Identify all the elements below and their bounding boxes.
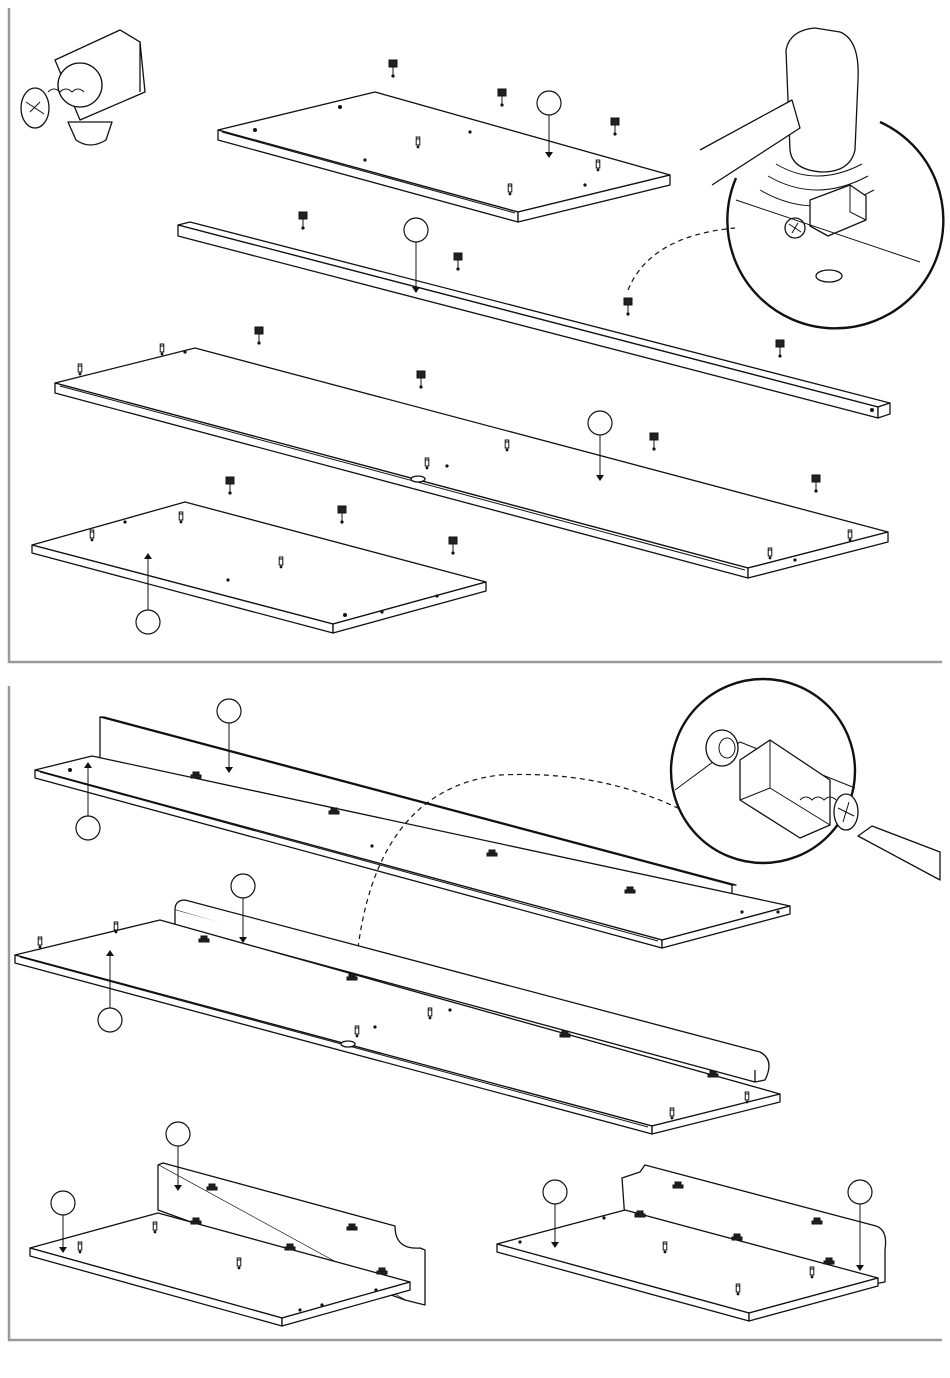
callout-circle [848, 1180, 872, 1204]
callout-circle [537, 91, 561, 115]
callout-circle [98, 1008, 122, 1032]
screwdriver-detail-magnifier [671, 679, 940, 880]
assembled-short-board-left [30, 1163, 425, 1326]
callout-circle [76, 816, 100, 840]
top-panel [218, 60, 670, 222]
callout-circle [543, 1180, 567, 1204]
cam-lock-closeup [21, 30, 145, 145]
callout-circle [51, 1191, 75, 1215]
callout-circle [166, 1122, 190, 1146]
callout-circle [404, 218, 428, 242]
callout-circle [217, 699, 241, 723]
short-bottom-board [32, 477, 486, 633]
detail-leader-line [628, 228, 735, 290]
callout-circle [231, 874, 255, 898]
callout-circle [588, 411, 612, 435]
callout-circle [136, 610, 160, 634]
hammer-detail-magnifier [700, 28, 943, 328]
